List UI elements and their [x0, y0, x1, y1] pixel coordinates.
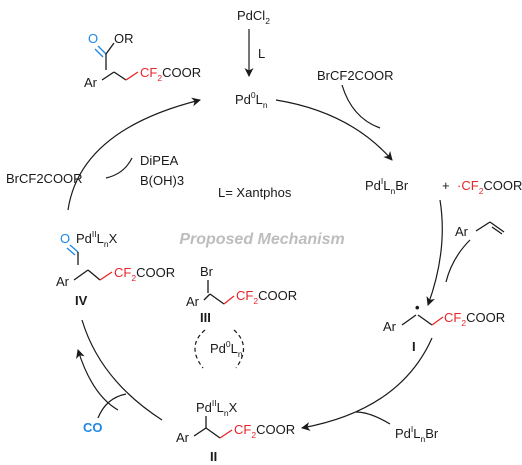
- intermediate-IV: O PdIILnX Ar CF2COOR IV: [56, 229, 175, 308]
- svg-text:+: +: [442, 178, 450, 193]
- cycle-arrow-recombination: [301, 337, 433, 431]
- alkene-substrate: Ar: [455, 221, 505, 239]
- svg-text:O: O: [60, 231, 70, 246]
- svg-text:II: II: [210, 449, 217, 464]
- recombination-reagent: PdILnBr: [395, 424, 439, 444]
- svg-text:Br: Br: [200, 264, 214, 279]
- pd0-catalyst: Pd0Ln: [235, 90, 268, 110]
- equilibrium-dash-left: [194, 329, 206, 369]
- svg-text:PdIILnX: PdIILnX: [196, 398, 238, 418]
- svg-text:PdILnBr: PdILnBr: [365, 176, 409, 196]
- svg-text:PdIILnX: PdIILnX: [76, 229, 118, 249]
- reagent-top: BrCF2COOR: [317, 68, 394, 83]
- radical-generation: PdILnBr + ·CF2COOR: [365, 176, 522, 196]
- precatalyst: PdCl2 L: [237, 8, 270, 77]
- svg-text:PdCl2: PdCl2: [237, 8, 270, 26]
- svg-text:•: •: [415, 300, 420, 315]
- svg-text:Ar: Ar: [176, 430, 190, 445]
- alkene-arrow: [445, 239, 471, 283]
- svg-text:Ar: Ar: [455, 224, 469, 239]
- svg-text:Ar: Ar: [56, 274, 70, 289]
- svg-text:CF2COOR: CF2COOR: [234, 422, 295, 440]
- left-reagent-dipea: DiPEA: [140, 153, 179, 168]
- cycle-arrow-reductive-elimination: [67, 97, 201, 211]
- left-reagent-boh3: B(OH)3: [140, 173, 184, 188]
- svg-text:OR: OR: [114, 31, 134, 46]
- ligand-arrow-label: L: [258, 46, 265, 61]
- svg-text:·CF2COOR: ·CF2COOR: [457, 178, 522, 196]
- carbon-monoxide: CO: [83, 420, 103, 435]
- cycle-arrow-to-IV: [76, 349, 119, 411]
- reagent-top-arrow: [341, 84, 381, 129]
- svg-text:Ar: Ar: [383, 319, 397, 334]
- pd0-equilibrium: Pd0Ln: [210, 339, 243, 359]
- svg-text:CF2COOR: CF2COOR: [114, 265, 175, 283]
- cycle-arrow-carbonylation: [81, 319, 163, 421]
- svg-text:IV: IV: [75, 293, 88, 308]
- svg-text:CF2COOR: CF2COOR: [236, 288, 297, 306]
- svg-text:Ar: Ar: [84, 75, 98, 90]
- equilibrium-dash-right: [233, 329, 245, 369]
- ligand-note: L= Xantphos: [218, 185, 292, 200]
- product: O OR Ar CF2COOR: [84, 31, 201, 90]
- svg-text:Ar: Ar: [186, 294, 200, 309]
- recombination-arrow: [355, 411, 391, 425]
- left-reagent-arrow: [105, 157, 133, 179]
- scheme-title: Proposed Mechanism: [179, 231, 344, 248]
- cycle-arrow-oxidative: [275, 99, 393, 161]
- svg-text:CF2COOR: CF2COOR: [444, 310, 505, 328]
- intermediate-II: PdIILnX Ar CF2COOR II: [176, 398, 295, 464]
- left-reagent-brcf2coor: BrCF2COOR: [6, 171, 83, 186]
- svg-text:O: O: [88, 31, 98, 46]
- co-arrow: [97, 393, 127, 419]
- svg-text:I: I: [412, 339, 416, 354]
- intermediate-I: Ar • CF2COOR I: [383, 300, 505, 354]
- svg-text:CF2COOR: CF2COOR: [140, 65, 201, 83]
- cycle-arrow-addition: [426, 199, 443, 306]
- intermediate-III: Br Ar CF2COOR III: [186, 264, 297, 325]
- svg-text:III: III: [200, 310, 211, 325]
